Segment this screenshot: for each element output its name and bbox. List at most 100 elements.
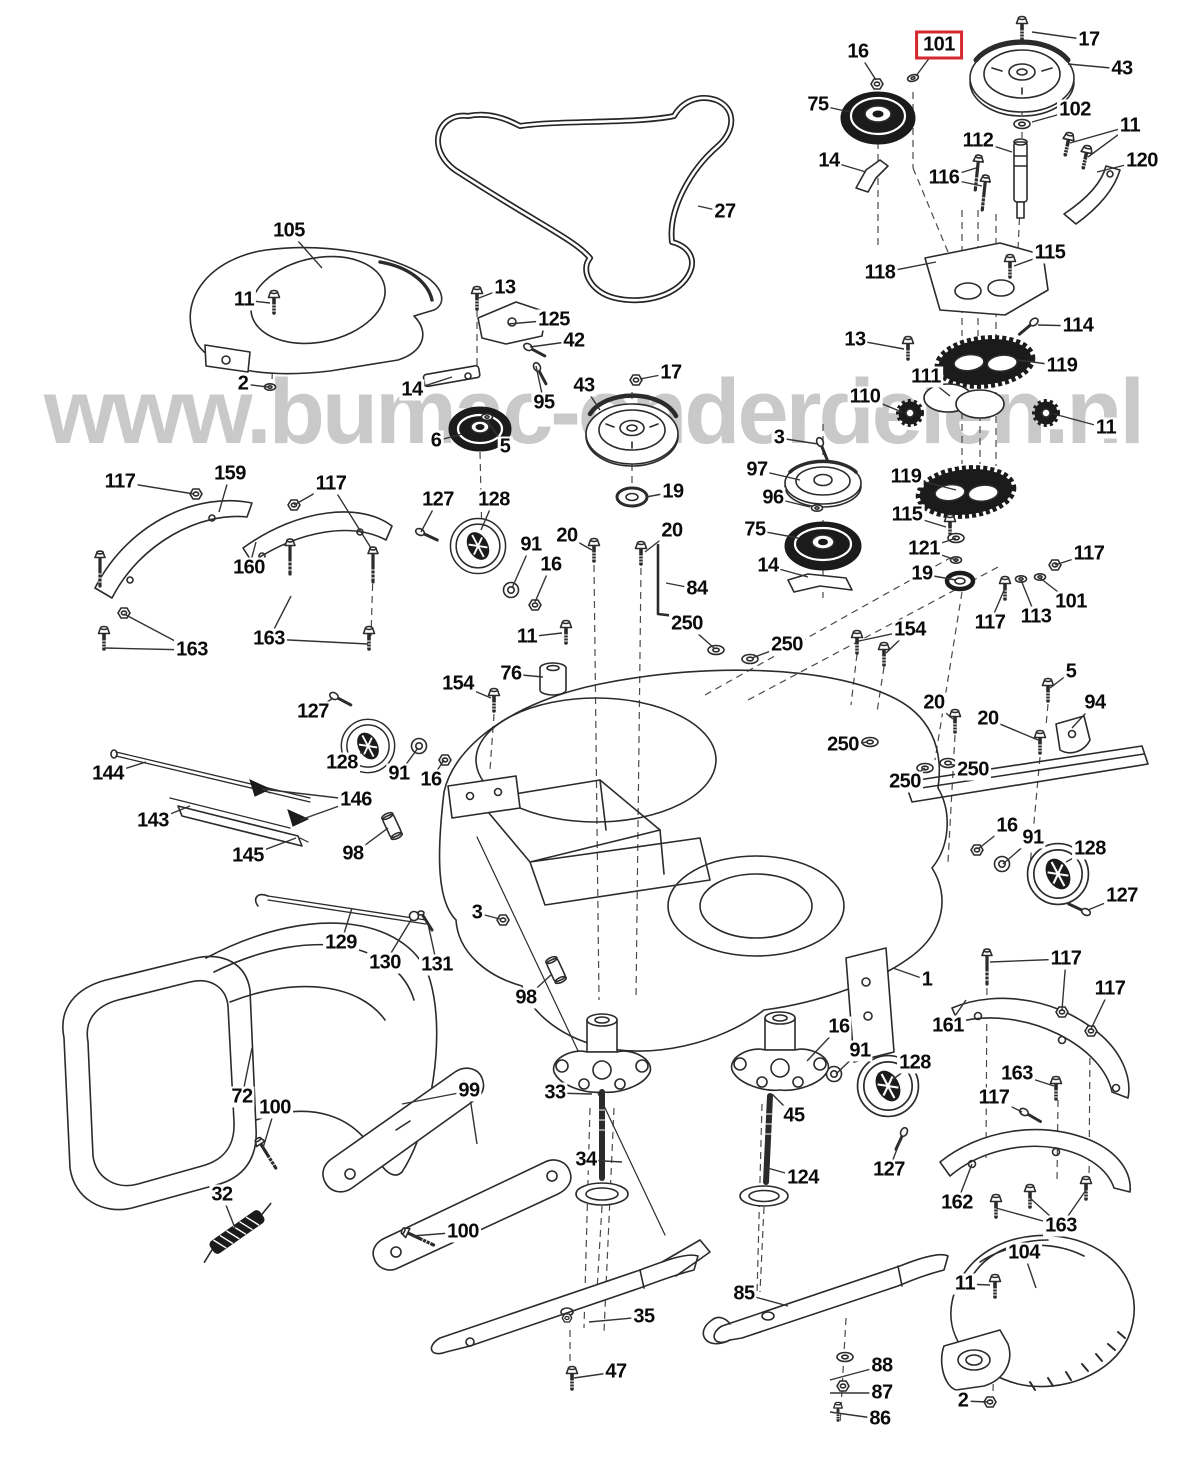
part-label-16: 16	[538, 553, 564, 576]
part-label-91: 91	[1020, 826, 1046, 849]
part-label-17: 17	[1076, 28, 1102, 51]
part-label-117: 117	[972, 611, 1008, 634]
pulley-stack-center	[784, 435, 862, 593]
part-label-14: 14	[399, 378, 425, 401]
part-label-127: 127	[871, 1158, 907, 1181]
part-label-11: 11	[952, 1272, 978, 1295]
part-label-11: 11	[514, 625, 540, 648]
part-label-154: 154	[892, 618, 928, 641]
part-label-86: 86	[867, 1407, 893, 1430]
part-label-94: 94	[1082, 691, 1108, 714]
center-hardware	[380, 536, 1091, 986]
part-label-20: 20	[659, 519, 685, 542]
part-label-75: 75	[742, 518, 768, 541]
part-label-72: 72	[229, 1085, 255, 1108]
part-label-113: 113	[1018, 605, 1054, 628]
part-label-88: 88	[869, 1354, 895, 1377]
part-label-114: 114	[1060, 314, 1096, 337]
part-label-76: 76	[498, 662, 524, 685]
blade-right	[702, 1253, 949, 1422]
part-label-163: 163	[1043, 1214, 1079, 1237]
part-label-117: 117	[1071, 542, 1107, 565]
part-label-128: 128	[324, 751, 360, 774]
part-label-250: 250	[769, 633, 805, 656]
part-label-162: 162	[939, 1191, 975, 1214]
part-label-95: 95	[531, 391, 557, 414]
part-label-121: 121	[906, 537, 942, 560]
gearcase-assembly	[896, 242, 1062, 601]
part-label-85: 85	[731, 1282, 757, 1305]
part-label-17: 17	[658, 361, 684, 384]
part-label-101: 101	[915, 30, 963, 60]
part-label-19: 19	[660, 480, 686, 503]
part-label-119: 119	[1044, 354, 1080, 377]
part-label-3: 3	[469, 901, 485, 924]
part-label-127: 127	[420, 488, 456, 511]
part-label-115: 115	[889, 503, 925, 526]
part-label-163: 163	[251, 627, 287, 650]
part-label-143: 143	[135, 809, 171, 832]
part-label-16: 16	[994, 814, 1020, 837]
part-label-97: 97	[744, 458, 770, 481]
part-label-43: 43	[571, 374, 597, 397]
part-label-16: 16	[418, 768, 444, 791]
part-label-91: 91	[518, 533, 544, 556]
drive-belt	[435, 95, 735, 304]
part-label-117: 117	[102, 470, 138, 493]
part-label-160: 160	[231, 556, 267, 579]
part-label-250: 250	[825, 733, 861, 756]
part-label-14: 14	[816, 149, 842, 172]
part-label-33: 33	[542, 1081, 568, 1104]
part-label-35: 35	[631, 1305, 657, 1328]
part-label-5: 5	[1063, 660, 1079, 683]
part-label-115: 115	[1032, 241, 1068, 264]
part-label-3: 3	[771, 426, 787, 449]
deflector-shell	[940, 1234, 1136, 1408]
part-label-117: 117	[976, 1086, 1012, 1109]
part-label-11: 11	[1117, 114, 1143, 137]
part-label-14: 14	[755, 554, 781, 577]
part-label-154: 154	[440, 672, 476, 695]
part-label-20: 20	[975, 707, 1001, 730]
part-label-43: 43	[1109, 57, 1135, 80]
belt-cover	[189, 246, 443, 375]
lift-linkage	[254, 893, 434, 932]
part-label-87: 87	[869, 1381, 895, 1404]
part-label-100: 100	[257, 1096, 293, 1119]
mower-deck	[438, 669, 1149, 1063]
part-label-11: 11	[231, 288, 257, 311]
part-label-127: 127	[1104, 884, 1140, 907]
part-label-1: 1	[919, 968, 935, 991]
scraper-rod-group	[110, 749, 311, 847]
part-label-159: 159	[212, 462, 248, 485]
part-label-105: 105	[271, 219, 307, 242]
part-label-250: 250	[669, 612, 705, 635]
part-label-84: 84	[684, 577, 710, 600]
spindle-assemblies	[552, 1011, 830, 1207]
part-label-118: 118	[862, 261, 898, 284]
part-label-131: 131	[419, 953, 455, 976]
part-label-98: 98	[513, 986, 539, 1009]
part-label-5: 5	[497, 435, 513, 458]
part-label-19: 19	[909, 562, 935, 585]
part-label-163: 163	[174, 638, 210, 661]
part-label-20: 20	[921, 691, 947, 714]
spring	[203, 1202, 272, 1263]
part-label-75: 75	[805, 93, 831, 116]
part-label-6: 6	[428, 429, 444, 452]
part-label-13: 13	[492, 276, 518, 299]
part-label-34: 34	[573, 1148, 599, 1171]
part-label-104: 104	[1006, 1241, 1042, 1264]
part-label-163: 163	[999, 1062, 1035, 1085]
part-label-99: 99	[456, 1079, 482, 1102]
part-label-120: 120	[1124, 149, 1160, 172]
part-label-2: 2	[235, 372, 251, 395]
part-label-130: 130	[367, 951, 403, 974]
part-label-124: 124	[785, 1166, 821, 1189]
part-label-45: 45	[781, 1104, 807, 1127]
part-label-125: 125	[536, 308, 572, 331]
part-label-27: 27	[712, 200, 738, 223]
part-label-111: 111	[909, 365, 943, 388]
